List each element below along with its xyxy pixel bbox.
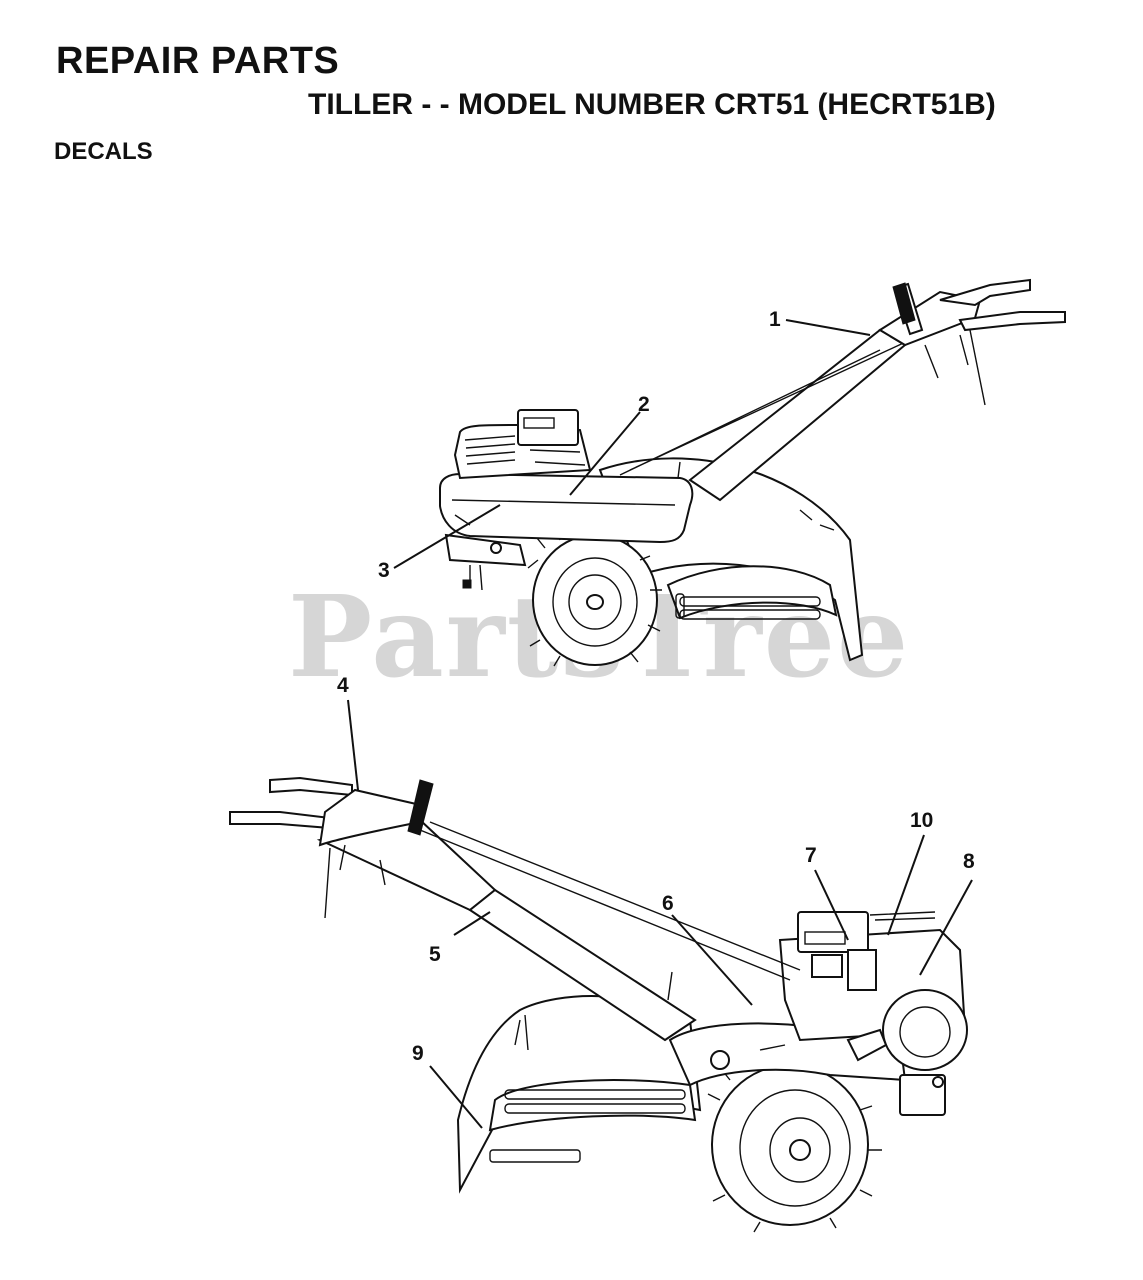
engine-bottom bbox=[778, 911, 968, 1071]
tiller-bottom-view bbox=[229, 699, 973, 1233]
engine-top bbox=[453, 409, 592, 480]
callout-2: 2 bbox=[638, 393, 650, 416]
tiller-top-view bbox=[393, 278, 1066, 667]
callout-4: 4 bbox=[337, 674, 349, 697]
callout-5: 5 bbox=[429, 943, 441, 966]
shield-side-plate-bottom bbox=[488, 1079, 697, 1132]
callout-3: 3 bbox=[378, 559, 390, 582]
handlebar-top bbox=[619, 278, 1066, 502]
model-subtitle: TILLER - - MODEL NUMBER CRT51 (HECRT51B) bbox=[308, 88, 996, 121]
callout-10: 10 bbox=[910, 809, 933, 832]
callout-9: 9 bbox=[412, 1042, 424, 1065]
wheel-bottom bbox=[707, 1055, 882, 1233]
page-title: REPAIR PARTS bbox=[56, 40, 340, 82]
section-title: DECALS bbox=[54, 138, 153, 165]
callout-6: 6 bbox=[662, 892, 674, 915]
handlebar-bottom bbox=[229, 776, 801, 1042]
belt-cover-top bbox=[439, 472, 694, 544]
callout-7: 7 bbox=[805, 844, 817, 867]
depth-stake-top bbox=[677, 461, 835, 531]
callout-8: 8 bbox=[963, 850, 975, 873]
callout-1: 1 bbox=[769, 308, 781, 331]
